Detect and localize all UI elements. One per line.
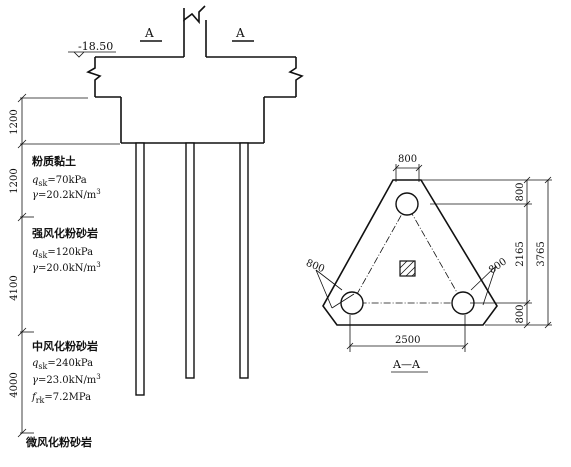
layer-4-name: 微风化粉砂岩 [25, 435, 92, 449]
layer-3-name: 中风化粉砂岩 [32, 339, 98, 353]
pile-middle [185, 142, 195, 379]
dim-left-label: 800 [304, 258, 326, 275]
piles [135, 142, 249, 396]
dim-right-stack [420, 176, 552, 329]
layer-3-q: qsk=240kPa [32, 358, 93, 371]
dim-right [470, 265, 497, 306]
column-and-cap-outline [86, 5, 304, 144]
dim-right-top-label: 800 [515, 182, 526, 201]
elevation-triangle-icon [73, 51, 85, 58]
dim-right-middle-label: 2165 [515, 241, 526, 266]
dim-right-total-label: 3765 [536, 241, 547, 266]
thickness-3: 4100 [9, 275, 20, 300]
dim-left [315, 269, 355, 309]
layer-2-q: qsk=120kPa [32, 247, 93, 260]
layer-1-name: 粉质黏土 [32, 154, 76, 168]
section-title: A—A [392, 358, 421, 371]
plan-column [399, 260, 416, 277]
layer-1-gamma: γ=20.2kN/m3 [32, 188, 101, 201]
dim-top [392, 164, 423, 182]
layer-3-gamma: γ=23.0kN/m3 [32, 373, 101, 386]
layer-3-f: frk=7.2MPa [31, 392, 91, 405]
thickness-2: 1200 [9, 168, 20, 193]
plan-pile-top [395, 192, 419, 216]
layer-2-name: 强风化粉砂岩 [32, 226, 98, 240]
pile-centerline-triangle [351, 204, 464, 304]
thickness-1: 1200 [9, 109, 20, 134]
dim-bottom [346, 315, 469, 352]
layer-1-q: qsk=70kPa [32, 175, 87, 188]
thickness-scale [17, 93, 120, 438]
dim-right-label: 800 [487, 256, 509, 276]
layer-2-gamma: γ=20.0kN/m3 [32, 261, 101, 274]
section-mark-right: A [235, 26, 245, 40]
pile-left [135, 142, 145, 396]
section-mark-left: A [144, 26, 154, 40]
pile-right [239, 142, 249, 379]
plan-pile-left [340, 291, 364, 315]
thickness-4: 4000 [9, 372, 20, 397]
dim-bottom-label: 2500 [395, 335, 420, 346]
elevation-label: -18.50 [78, 40, 113, 53]
dim-right-bottom-label: 800 [515, 304, 526, 323]
dim-top-label: 800 [398, 154, 417, 165]
